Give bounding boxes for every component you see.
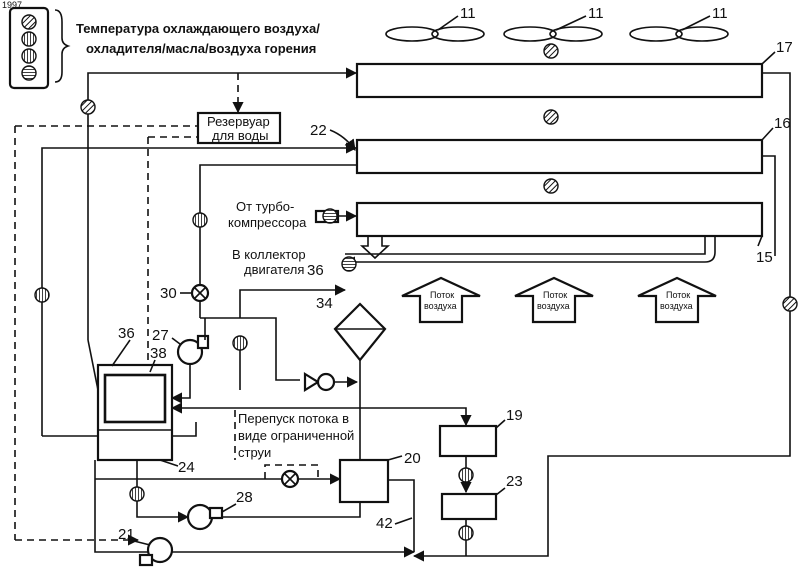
pump-28-number: 28 bbox=[236, 489, 253, 506]
airflow-1-line2: воздуха bbox=[424, 301, 457, 311]
filter-34-number: 34 bbox=[316, 295, 333, 312]
airflow-2-line1: Поток bbox=[543, 290, 567, 300]
legend-title-line2: охладителя/масла/воздуха горения bbox=[86, 41, 316, 56]
turbo-label-line2: компрессора bbox=[228, 215, 307, 230]
turbo-label-line1: От турбо- bbox=[236, 199, 294, 214]
valve-30-number: 30 bbox=[160, 285, 177, 302]
legend-brace bbox=[55, 10, 68, 82]
sensor-unit23-icon bbox=[459, 526, 473, 540]
radiator-15-number: 15 bbox=[756, 249, 773, 266]
sensor-return-air-icon bbox=[81, 100, 95, 114]
engine-24-number: 24 bbox=[178, 459, 195, 476]
collector-label-line1: В коллектор bbox=[232, 247, 306, 262]
airflow-1-line1: Поток bbox=[430, 290, 454, 300]
radiator-15 bbox=[357, 203, 762, 236]
cooler-20 bbox=[340, 460, 388, 502]
fan-left-number: 11 bbox=[460, 5, 476, 22]
legend-title-line1: Температура охлаждающего воздуха/ bbox=[76, 21, 320, 36]
sensor-pump-outlet-icon bbox=[233, 336, 247, 350]
airflow-arrow-3: Поток воздуха bbox=[638, 278, 716, 322]
collector-label-line2: двигателя bbox=[244, 262, 304, 277]
pointer-22-number: 22 bbox=[310, 122, 327, 139]
unit-19 bbox=[440, 426, 496, 456]
airflow-3-line1: Поток bbox=[666, 290, 690, 300]
legend-coolant-sensor-icon bbox=[22, 32, 36, 46]
filter-34 bbox=[335, 304, 385, 360]
legend-combustion-air-sensor-icon bbox=[22, 66, 36, 80]
unit-19-number: 19 bbox=[506, 407, 523, 424]
sensor-combustion-air-icon bbox=[342, 257, 356, 271]
sensor-coolant-return-icon bbox=[35, 288, 49, 302]
legend-oil-sensor-icon bbox=[22, 49, 36, 63]
sensor-radiator17-out-icon bbox=[783, 297, 797, 311]
airflow-arrow-1: Поток воздуха bbox=[402, 278, 480, 322]
check-valve bbox=[305, 374, 357, 390]
engine-36-number: 36 bbox=[118, 325, 135, 342]
airflow-3-line2: воздуха bbox=[660, 301, 693, 311]
bypass-label-line1: Перепуск потока в bbox=[238, 411, 349, 426]
sensor-unit19-icon bbox=[459, 468, 473, 482]
unit-23 bbox=[442, 494, 496, 519]
fan-left: 11 bbox=[386, 5, 484, 41]
legend-air-sensor-icon bbox=[22, 15, 36, 29]
radiator-16-number: 16 bbox=[774, 115, 791, 132]
pump-27-number: 27 bbox=[152, 327, 169, 344]
unit-23-number: 23 bbox=[506, 473, 523, 490]
sensor-radiator15-icon bbox=[544, 179, 558, 193]
airflow-2-line2: воздуха bbox=[537, 301, 570, 311]
airflow-arrow-2: Поток воздуха bbox=[515, 278, 593, 322]
collector-number: 36 bbox=[307, 262, 324, 279]
bypass-label-line3: струи bbox=[238, 445, 271, 460]
sensor-pump28-icon bbox=[130, 487, 144, 501]
sensor-radiator16-icon bbox=[544, 110, 558, 124]
bypass-label-line2: виде ограниченной bbox=[238, 428, 354, 443]
water-tank-label-line1: Резервуар bbox=[207, 114, 270, 129]
sensor-turbo-air-icon bbox=[323, 209, 337, 223]
radiator-17 bbox=[357, 64, 762, 97]
engine-38-number: 38 bbox=[150, 345, 167, 362]
water-tank-label-line2: для воды bbox=[212, 128, 268, 143]
radiator-17-number: 17 bbox=[776, 39, 793, 56]
fan-right-number: 11 bbox=[712, 5, 728, 22]
fan-right: 11 bbox=[630, 5, 728, 41]
sensor-coolant-supply-icon bbox=[193, 213, 207, 227]
pipe-42-number: 42 bbox=[376, 515, 393, 532]
engine-38 bbox=[105, 375, 165, 422]
pump-28 bbox=[188, 505, 212, 529]
fan-middle-number: 11 bbox=[588, 5, 604, 22]
fan-middle: 11 bbox=[504, 5, 604, 41]
radiator-16 bbox=[357, 140, 762, 173]
sensor-fan-icon bbox=[544, 44, 558, 58]
cooler-20-number: 20 bbox=[404, 450, 421, 467]
